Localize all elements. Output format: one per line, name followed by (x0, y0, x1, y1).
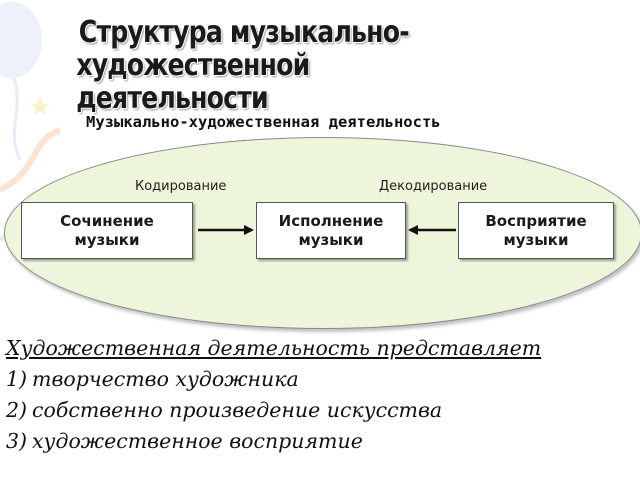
box-composition-line1: Сочинение (60, 211, 154, 230)
list-item: 1)творчество художника (6, 364, 636, 395)
list-item-text: художественное восприятие (32, 429, 363, 453)
title-line-2: художественной деятельности (76, 48, 310, 116)
list-item: 2)собственно произведение искусства (6, 395, 636, 426)
box-perception: Восприятие музыки (458, 202, 614, 259)
box-performance-line1: Исполнение (278, 211, 384, 230)
box-performance: Исполнение музыки (256, 202, 406, 259)
star-icon (30, 95, 50, 115)
box-composition-line2: музыки (74, 230, 140, 249)
slide-title: Структура музыкально- художественной дея… (62, 16, 499, 115)
list-item: 3)художественное восприятие (6, 426, 636, 457)
description-block: Художественная деятельность представляет… (6, 333, 636, 457)
list-item-number: 1) (6, 367, 28, 391)
phase-label-decoding: Декодирование (379, 179, 488, 194)
box-performance-line2: музыки (298, 230, 364, 249)
list-item-text: собственно произведение искусства (32, 398, 443, 422)
title-line-1: Структура музыкально- (78, 15, 410, 50)
list-item-number: 2) (6, 398, 28, 422)
balloon-icon (0, 2, 42, 78)
list-item-text: творчество художника (32, 367, 299, 391)
list-item-number: 3) (6, 429, 28, 453)
phase-label-encoding: Кодирование (135, 179, 227, 194)
box-composition: Сочинение музыки (21, 202, 193, 259)
box-perception-line1: Восприятие (485, 211, 587, 230)
description-heading: Художественная деятельность представляет (6, 336, 542, 360)
box-perception-line2: музыки (503, 230, 569, 249)
diagram-caption: Музыкально-художественная деятельность (86, 113, 441, 131)
